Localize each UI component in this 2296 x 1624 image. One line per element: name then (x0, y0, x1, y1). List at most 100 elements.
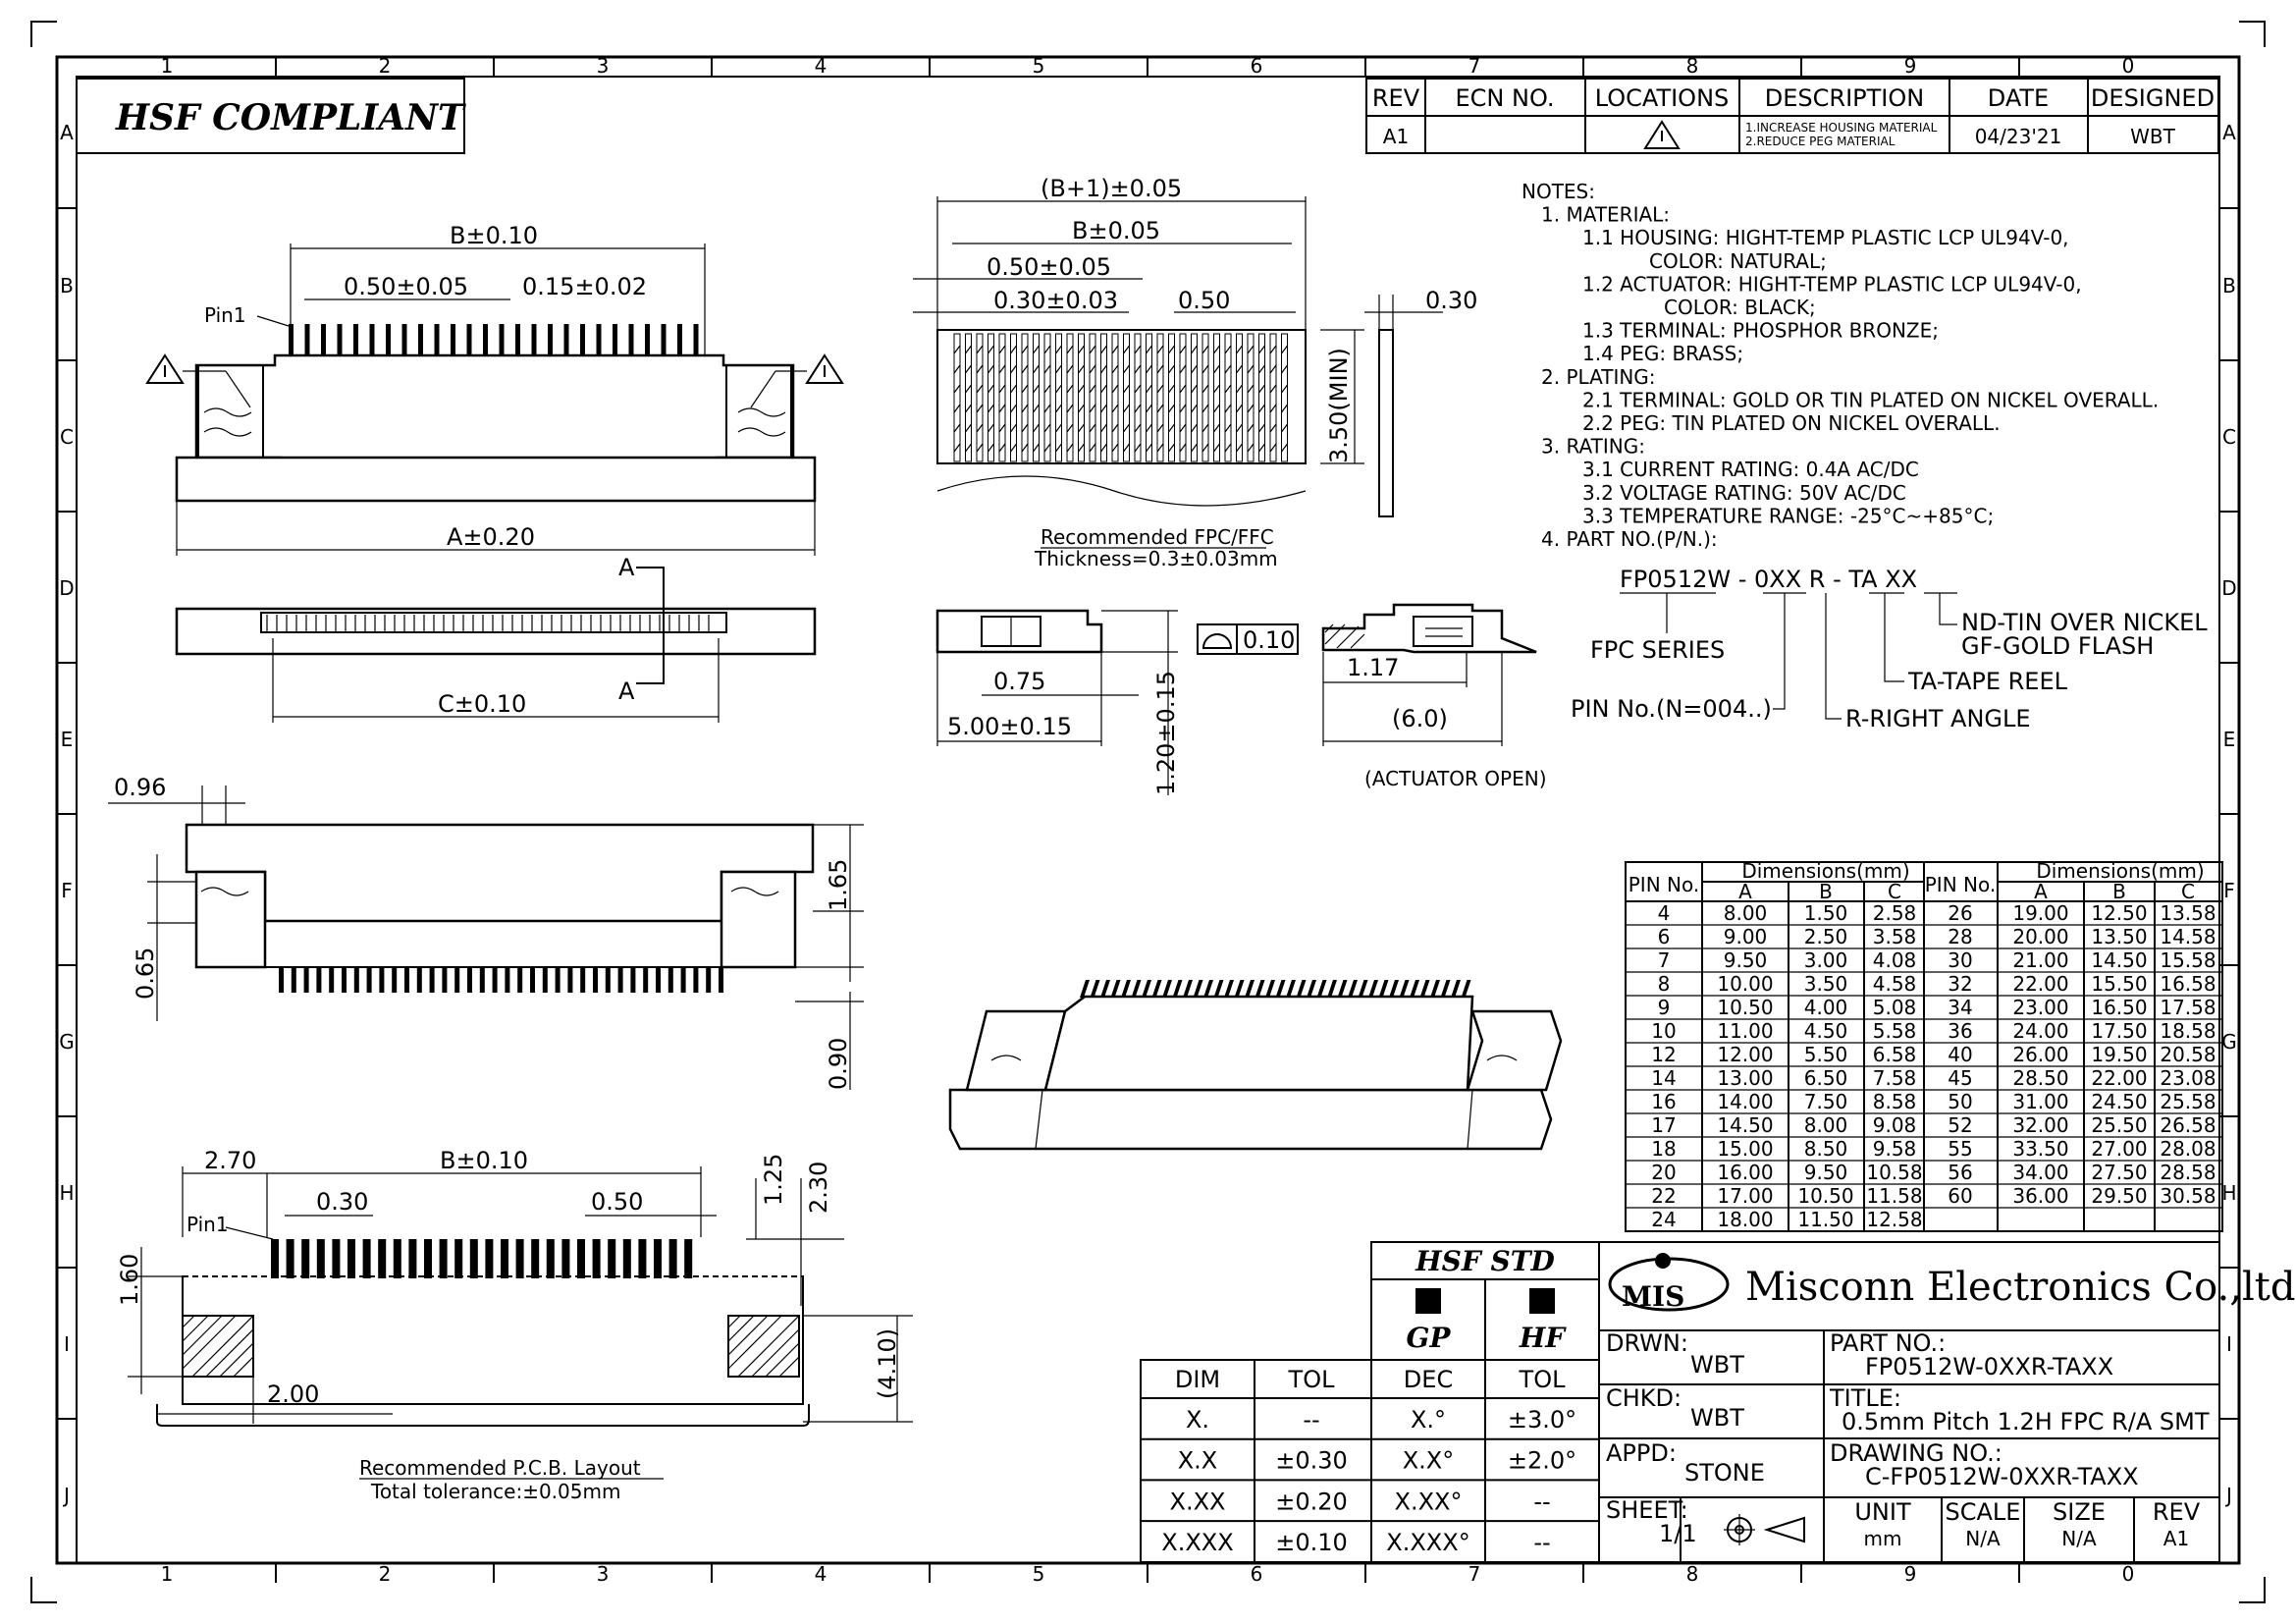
logo-text: MIS (1622, 1280, 1684, 1313)
iso-pin (1286, 980, 1296, 998)
dimtable-cell: 10.00 (1717, 972, 1773, 996)
tol-header: DEC (1404, 1366, 1453, 1393)
dimtable-cell: 2.58 (1873, 901, 1917, 925)
gp-square-icon (1415, 1288, 1441, 1314)
dimtable-col-B: B (1819, 880, 1833, 903)
dimtable-cell: 17.58 (2160, 996, 2216, 1019)
dimtable-cell: 19.00 (2012, 901, 2068, 925)
actuator-open-label: (ACTUATOR OPEN) (1364, 767, 1547, 790)
zone-row-right-A: A (2222, 121, 2236, 144)
dim-b-plus-1: (B+1)±0.05 (1041, 175, 1182, 202)
zone-row-right-B: B (2222, 274, 2236, 298)
fpc-finger (1010, 333, 1017, 462)
dimtable-cell: 4 (1658, 901, 1671, 925)
fpc-recommendation: (B+1)±0.05 B±0.05 0.50±0.05 0.30±0.03 0.… (913, 175, 1477, 570)
dimtable-cell: 14.50 (1717, 1113, 1773, 1137)
dimtable-cell: 15.00 (1717, 1137, 1773, 1161)
warning-triangle-right-icon (750, 353, 844, 408)
dimtable-cell: 13.58 (2160, 901, 2216, 925)
iso-pin (1275, 980, 1286, 998)
iso-pin (1245, 980, 1255, 998)
zone-col-bottom-1: 1 (161, 1562, 174, 1586)
dimtable-cell: 5.50 (1804, 1043, 1848, 1066)
zone-row-right-G: G (2221, 1030, 2237, 1054)
front-pin (401, 324, 407, 357)
dimtable-cell: 11.58 (1866, 1184, 1922, 1208)
iso-pin (1451, 980, 1461, 998)
dimtable-cell: 20 (1651, 1161, 1676, 1184)
iso-pin (1080, 980, 1090, 998)
dimtable-cell: 19.50 (2091, 1043, 2147, 1066)
tol-cell: X. (1186, 1406, 1209, 1434)
zone-row-right-I: I (2226, 1332, 2232, 1356)
dim-117: 1.17 (1347, 654, 1399, 681)
tol-cell: ±0.30 (1275, 1447, 1348, 1475)
zone-row-left-G: G (59, 1030, 75, 1054)
elevation-pin (429, 967, 435, 993)
dim-125: 1.25 (760, 1154, 787, 1206)
fpc-finger (1224, 333, 1232, 462)
fpc-finger (1078, 333, 1085, 462)
rev-label: REV (2153, 1498, 2201, 1526)
zone-row-left-B: B (60, 274, 74, 298)
elevation-pin (505, 967, 510, 993)
front-pin (563, 324, 569, 357)
dimtable-cell: 14.58 (2160, 925, 2216, 948)
locations-col-header: LOCATIONS (1595, 84, 1730, 112)
tol-cell: X.° (1411, 1406, 1446, 1434)
iso-pin (1224, 980, 1234, 998)
dim-200: 2.00 (267, 1380, 319, 1408)
dimtable-cell: 14.50 (2091, 948, 2147, 972)
dimtable-pin-header-right: PIN No. (1925, 873, 1996, 896)
note-line: 2.2 PEG: TIN PLATED ON NICKEL OVERALL. (1582, 411, 2001, 435)
pcb-pad (271, 1239, 279, 1278)
note-line: 4. PART NO.(P/N.): (1541, 527, 1718, 551)
pcb-pad (501, 1239, 508, 1278)
note-line: 3.3 TEMPERATURE RANGE: -25°C~+85°C; (1582, 504, 1994, 527)
dimtable-cell: 16 (1651, 1090, 1676, 1113)
dim-410: (4.10) (874, 1328, 901, 1399)
iso-pin (1183, 980, 1193, 998)
note-line: 1.2 ACTUATOR: HIGHT-TEMP PLASTIC LCP UL9… (1582, 272, 2082, 296)
pcb-pad (316, 1239, 325, 1278)
iso-pin (1399, 980, 1410, 998)
dim-6-0: (6.0) (1392, 705, 1448, 732)
zone-col-bottom-3: 3 (597, 1562, 610, 1586)
elevation-pin (542, 967, 548, 993)
front-pin (677, 324, 682, 357)
top-view-pins (266, 615, 710, 632)
zone-col-top-4: 4 (815, 54, 828, 78)
iso-pin (1378, 980, 1389, 998)
tol-cell: -- (1303, 1406, 1319, 1434)
zone-col-top-6: 6 (1251, 54, 1263, 78)
fpc-finger (1168, 333, 1175, 462)
fpc-finger (1123, 333, 1130, 462)
dimtable-cell: 6.50 (1804, 1066, 1848, 1090)
elevation-pin (667, 967, 673, 993)
hsf-std-block: HSF STD GP HF (1370, 1241, 1600, 1361)
front-pin (613, 324, 617, 357)
iso-pin (1368, 980, 1378, 998)
chkd-value: WBT (1690, 1404, 1744, 1432)
fpc-finger (1258, 333, 1265, 462)
dimtable-cell: 8.50 (1804, 1137, 1848, 1161)
zone-col-bottom-8: 8 (1686, 1562, 1699, 1586)
iso-pin (1348, 980, 1358, 998)
dim-fpc-pitch: 0.50±0.05 (987, 253, 1111, 281)
zone-col-top-1: 1 (161, 54, 174, 78)
dim-230: 2.30 (805, 1162, 832, 1214)
dimtable-cell: 50 (1948, 1090, 1972, 1113)
pcb-pad (546, 1239, 555, 1278)
iso-pin (1090, 980, 1100, 998)
pcb-pad (286, 1239, 294, 1278)
pcb-pad (378, 1239, 387, 1278)
appd-label: APPD: (1606, 1439, 1677, 1467)
pn-pin-no: PIN No.(N=004..) (1571, 695, 1772, 723)
dimtable-cell: 10.58 (1866, 1161, 1922, 1184)
dimtable-cell: 4.00 (1804, 996, 1848, 1019)
rev-desc-1: 1.INCREASE HOUSING MATERIAL (1745, 121, 1938, 135)
part-no-value: FP0512W-0XXR-TAXX (1865, 1353, 2113, 1380)
tol-header: TOL (1288, 1366, 1336, 1393)
elevation-pin (656, 967, 661, 993)
